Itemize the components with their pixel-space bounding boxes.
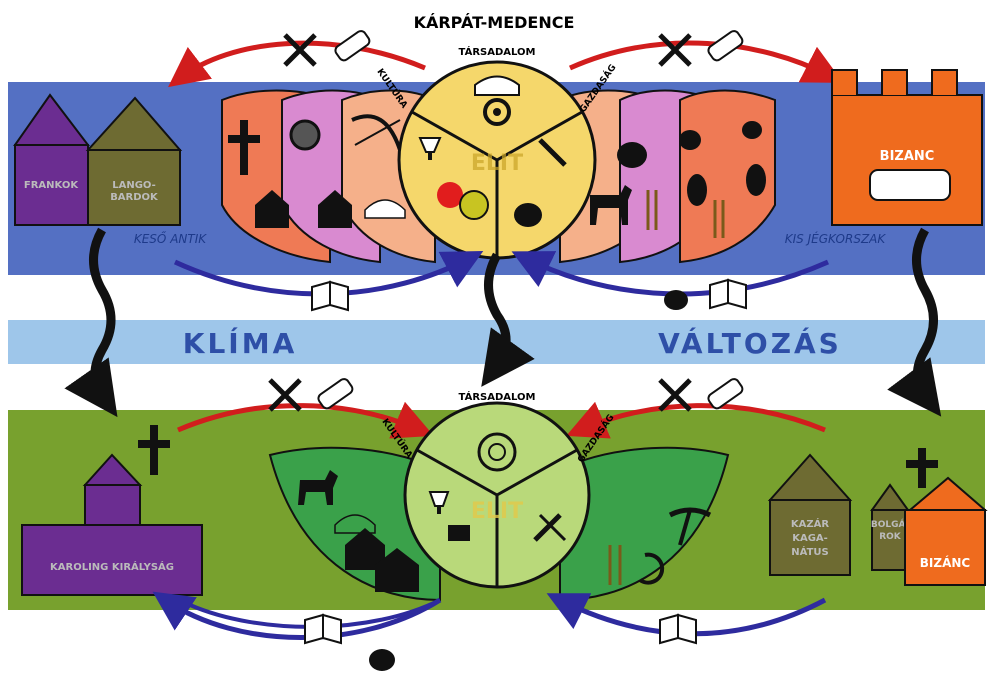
wreath-icon bbox=[459, 190, 489, 220]
pickaxe-icon bbox=[668, 507, 712, 546]
cross-icon bbox=[906, 448, 938, 488]
bow-icon bbox=[351, 114, 402, 151]
scroll-icon bbox=[707, 30, 744, 62]
scroll-icon bbox=[334, 30, 371, 62]
house-icon bbox=[318, 190, 352, 228]
sickle-icon bbox=[638, 552, 665, 585]
money-bag-icon bbox=[369, 649, 395, 671]
ornament-icon bbox=[477, 432, 517, 472]
carolingian-label: KAROLING KIRÁLYSÁG bbox=[50, 560, 174, 573]
building-carolingian bbox=[21, 453, 203, 596]
red-arrow-top-left bbox=[168, 40, 426, 88]
sword-icon bbox=[658, 33, 692, 67]
book-icon bbox=[311, 280, 349, 312]
chalice-icon bbox=[418, 137, 442, 160]
scroll-icon bbox=[317, 378, 354, 410]
langobards-label-2: BARDOK bbox=[110, 192, 159, 203]
building-franks bbox=[13, 93, 91, 226]
red-arrow-bottom-right bbox=[566, 401, 826, 439]
wheat-icon bbox=[713, 200, 725, 238]
cross-icon bbox=[228, 120, 260, 175]
late-antique-label: KESŐ ANTIK bbox=[134, 231, 207, 246]
horse-icon bbox=[298, 470, 338, 505]
chalice-icon bbox=[428, 491, 450, 514]
khazar-label-1: KAZÁR bbox=[791, 517, 829, 530]
building-bulgars bbox=[870, 483, 910, 571]
langobards-label-1: LANGO- bbox=[112, 180, 156, 191]
building-byzantium-bottom bbox=[904, 476, 988, 586]
sword-icon bbox=[283, 33, 317, 67]
society-label-bottom: TÁRSADALOM bbox=[459, 390, 536, 403]
bulgars-label-2: ROK bbox=[879, 532, 902, 542]
sword-icon bbox=[268, 378, 302, 412]
khazar-label-2: KAGA- bbox=[792, 533, 828, 544]
money-bag-icon bbox=[617, 142, 647, 168]
book-icon bbox=[709, 278, 747, 310]
building-byzantium-top bbox=[831, 69, 983, 226]
money-bag-icon bbox=[742, 121, 762, 139]
money-bag-icon bbox=[664, 290, 688, 310]
money-bag-icon bbox=[514, 203, 542, 227]
money-bag-icon bbox=[679, 130, 701, 150]
bulgars-label-1: BOLGÁ- bbox=[871, 518, 910, 530]
yurt-icon bbox=[474, 75, 520, 96]
khazar-label-3: NÁTUS bbox=[791, 545, 828, 558]
blue-arrow-bottom-left bbox=[152, 591, 442, 640]
house-icon bbox=[375, 548, 419, 592]
building-langobards bbox=[85, 96, 183, 226]
wheat-icon bbox=[608, 545, 622, 585]
byzantium-label-top: BIZANC bbox=[880, 149, 935, 164]
change-label: VÁLTOZÁS bbox=[658, 326, 842, 360]
elite-label-bottom: ELIT bbox=[471, 499, 523, 524]
sword-icon bbox=[658, 378, 692, 412]
amphora-icon bbox=[746, 164, 766, 196]
chest-icon bbox=[448, 525, 470, 541]
climate-arrow-right bbox=[887, 227, 942, 417]
elite-label-top: ELIT bbox=[471, 151, 523, 176]
house-icon bbox=[255, 190, 289, 228]
book-icon bbox=[304, 613, 342, 645]
climate-arrow-left bbox=[64, 227, 118, 418]
scroll-icon bbox=[707, 378, 744, 410]
little-ice-age-label: KIS JÉGKORSZAK bbox=[785, 231, 887, 246]
yurt-icon bbox=[364, 199, 406, 219]
sword-icon bbox=[538, 138, 567, 167]
gem-icon bbox=[437, 182, 463, 208]
house-icon bbox=[345, 528, 385, 570]
amphora-icon bbox=[687, 174, 707, 206]
cross-icon bbox=[138, 425, 170, 475]
red-arrow-top-right bbox=[568, 40, 844, 83]
climate-arrow-center bbox=[481, 252, 535, 387]
wheat-icon bbox=[646, 190, 658, 230]
byzantium-label-bottom: BIZÁNC bbox=[920, 555, 971, 570]
red-arrow-bottom-left bbox=[177, 401, 434, 439]
shield-icon bbox=[289, 119, 321, 151]
franks-label: FRANKOK bbox=[24, 180, 79, 191]
sword-icon bbox=[533, 513, 567, 542]
diagram-title: KÁRPÁT-MEDENCE bbox=[414, 13, 575, 32]
horse-icon bbox=[590, 185, 632, 225]
building-khazar bbox=[767, 453, 853, 576]
climate-label: KLÍMA bbox=[183, 326, 298, 360]
target-icon bbox=[483, 98, 511, 126]
society-label-top: TÁRSADALOM bbox=[459, 45, 536, 58]
book-icon bbox=[659, 613, 697, 645]
